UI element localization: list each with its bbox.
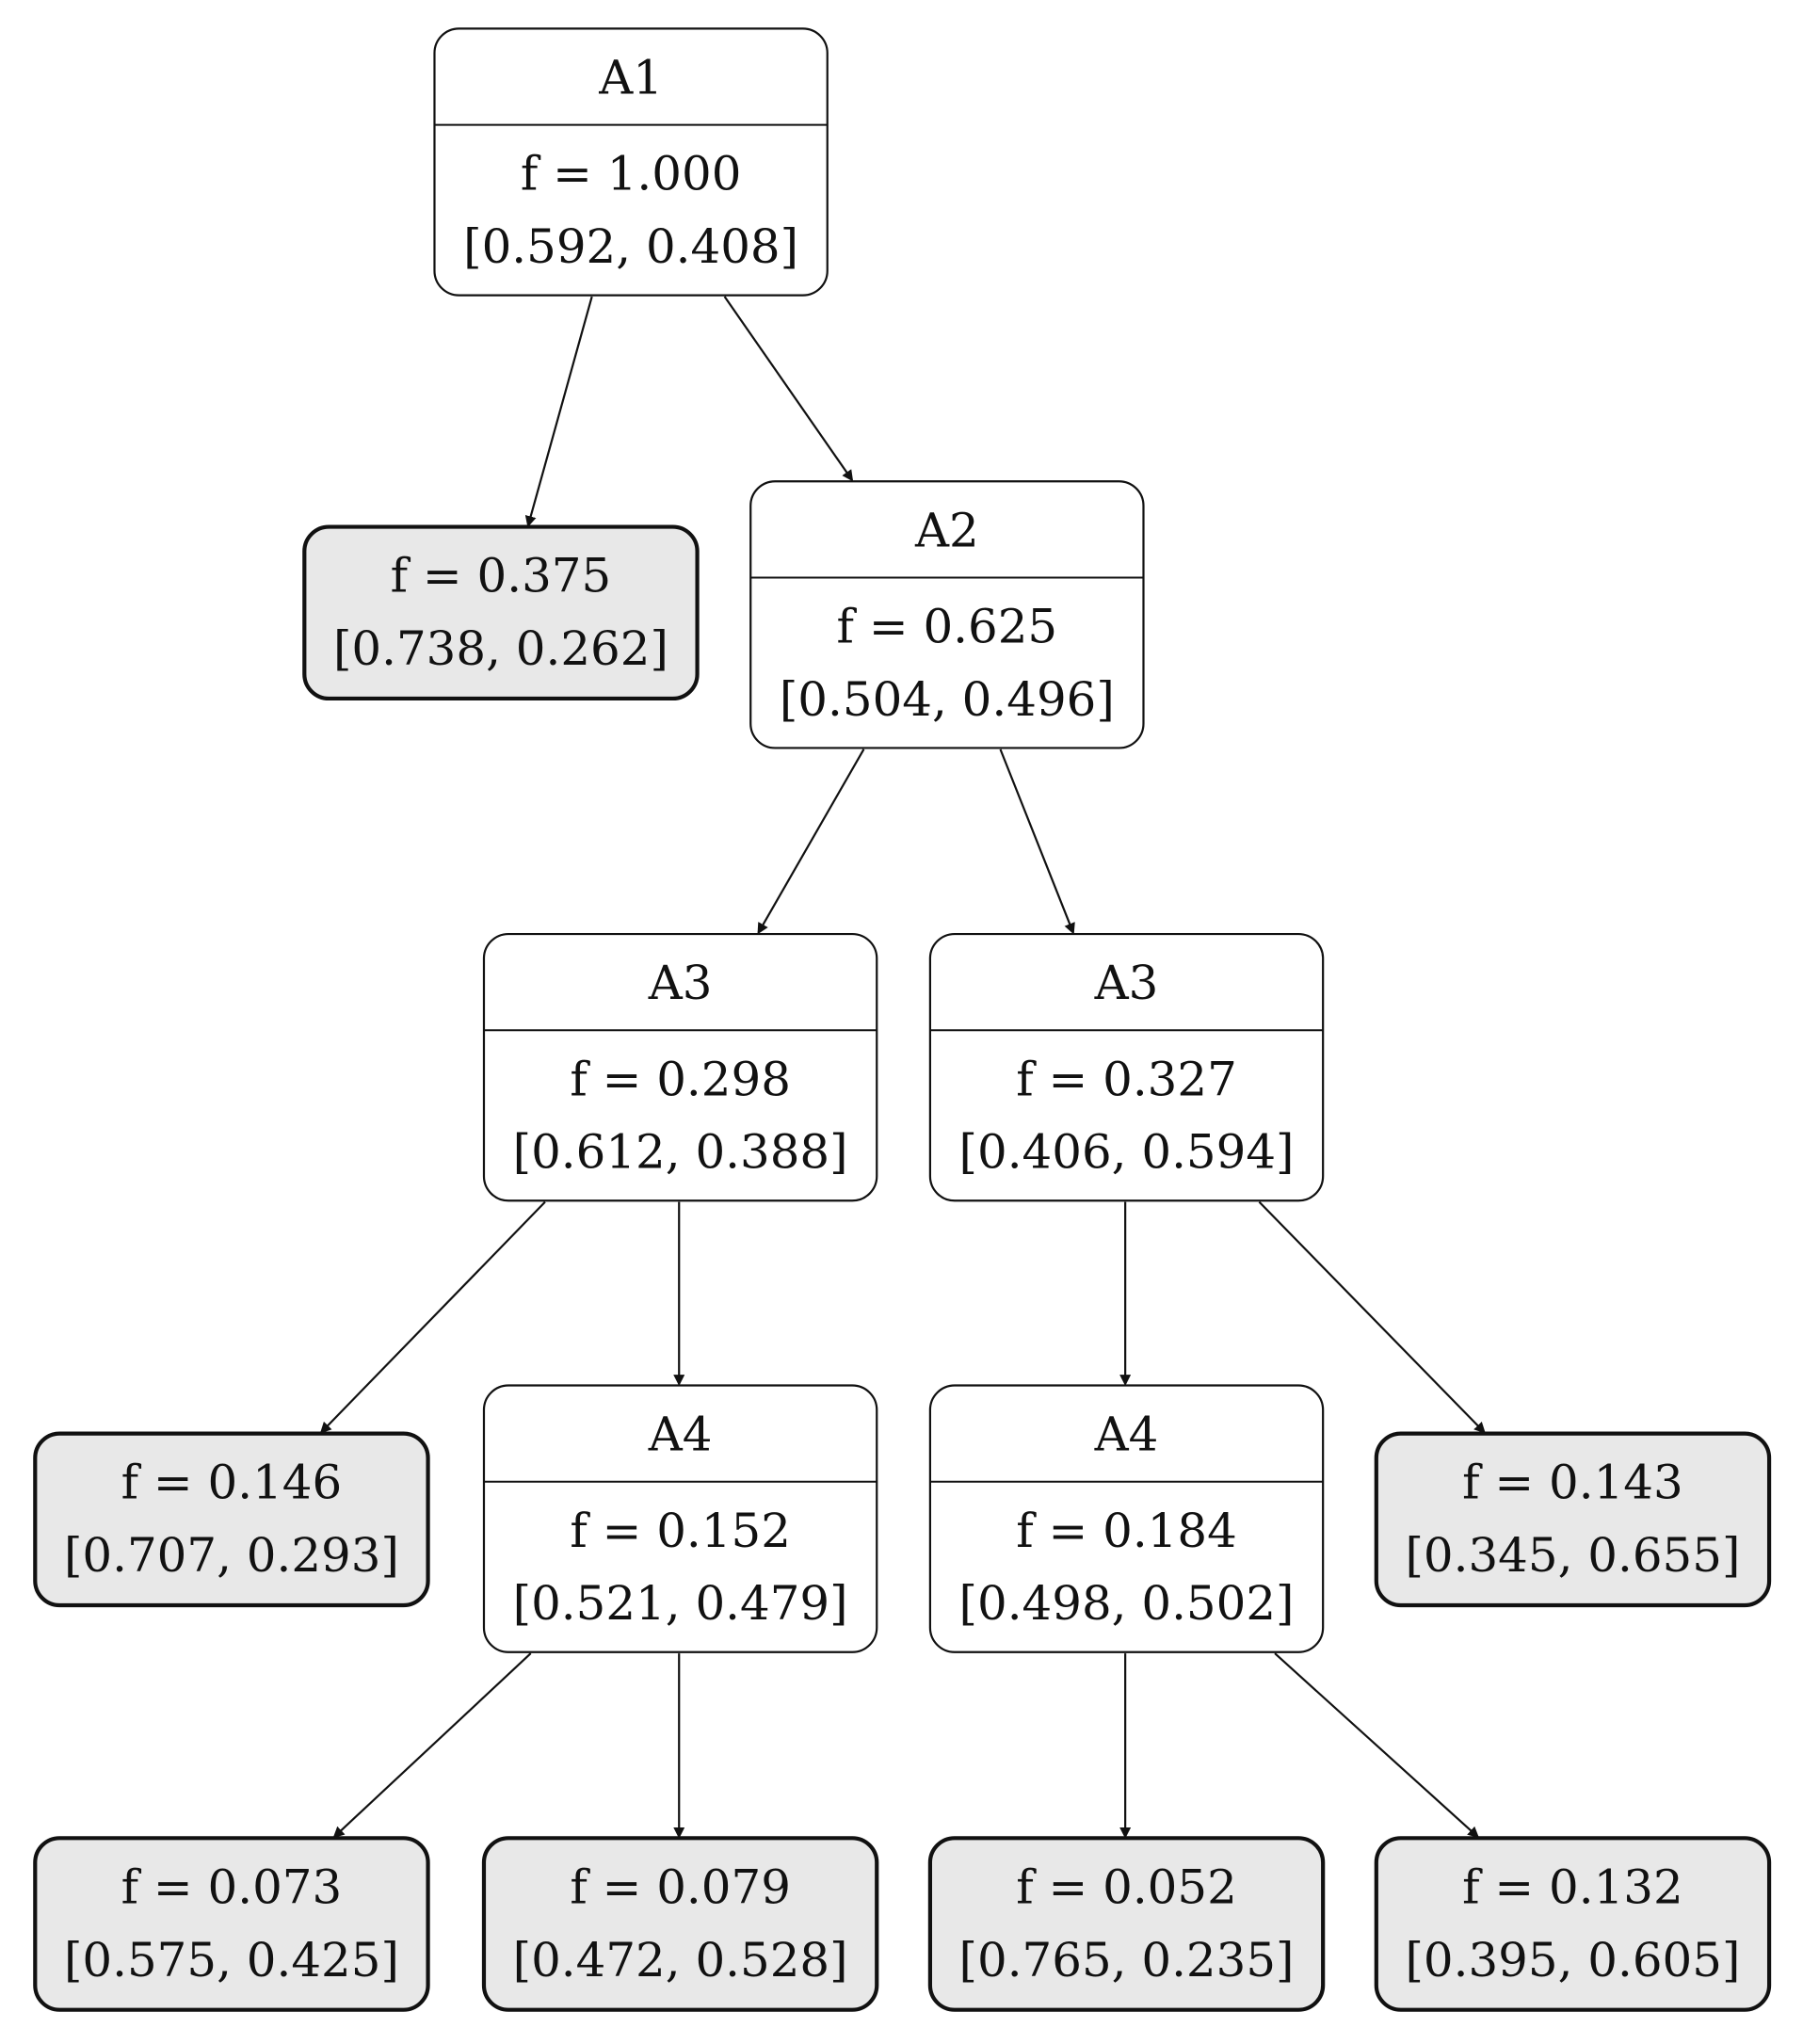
leaf-node-n_l6: f = 0.052 [0.765, 0.235]: [927, 1836, 1326, 2012]
node-frequency: f = 0.625: [837, 600, 1058, 654]
edge-n_a3l-to-n_l2: [319, 1200, 546, 1434]
node-box: [749, 480, 1145, 749]
node-box: [1374, 1836, 1772, 2012]
node-frequency: f = 0.184: [1016, 1504, 1237, 1558]
node-frequency: f = 0.143: [1462, 1456, 1683, 1510]
leaf-node-n_l7: f = 0.132 [0.395, 0.605]: [1374, 1836, 1772, 2012]
node-distribution: [0.592, 0.408]: [463, 219, 798, 274]
node-distribution: [0.707, 0.293]: [64, 1528, 399, 1583]
split-node-n_a4l: A4 f = 0.152 [0.521, 0.479]: [482, 1384, 878, 1653]
node-split-label: A3: [1094, 956, 1159, 1010]
node-split-label: A4: [1094, 1408, 1159, 1462]
node-distribution: [0.521, 0.479]: [513, 1576, 848, 1631]
split-node-n_a4r: A4 f = 0.184 [0.498, 0.502]: [928, 1384, 1325, 1653]
node-distribution: [0.395, 0.605]: [1405, 1933, 1740, 1988]
split-node-n_a1: A1 f = 1.000 [0.592, 0.408]: [433, 27, 829, 297]
node-box: [481, 1836, 879, 2012]
split-node-n_a3r: A3 f = 0.327 [0.406, 0.594]: [928, 932, 1325, 1202]
split-node-n_a3l: A3 f = 0.298 [0.612, 0.388]: [482, 932, 878, 1202]
node-box: [302, 524, 700, 701]
node-frequency: f = 0.132: [1462, 1859, 1683, 1914]
node-distribution: [0.765, 0.235]: [959, 1933, 1295, 1988]
node-frequency: f = 0.152: [570, 1504, 791, 1558]
node-distribution: [0.738, 0.262]: [333, 621, 668, 676]
node-distribution: [0.612, 0.388]: [513, 1125, 848, 1180]
node-split-label: A2: [914, 503, 979, 557]
node-distribution: [0.406, 0.594]: [959, 1125, 1295, 1180]
node-box: [927, 1836, 1326, 2012]
edge-n_a3r-to-n_l3: [1258, 1200, 1486, 1434]
node-frequency: f = 0.298: [570, 1052, 791, 1106]
node-split-label: A3: [648, 956, 713, 1010]
node-distribution: [0.345, 0.655]: [1405, 1528, 1740, 1583]
node-split-label: A4: [648, 1408, 713, 1462]
edge-n_a2-to-n_a3r: [999, 748, 1075, 935]
edge-n_a4r-to-n_l7: [1274, 1652, 1480, 1839]
node-box: [482, 1384, 878, 1653]
edge-n_a4l-to-n_l4: [332, 1652, 532, 1839]
node-frequency: f = 0.073: [121, 1859, 343, 1914]
node-distribution: [0.575, 0.425]: [64, 1933, 399, 1988]
node-box: [33, 1836, 430, 2012]
node-frequency: f = 1.000: [521, 147, 742, 201]
edge-n_a2-to-n_a3l: [757, 748, 865, 935]
node-frequency: f = 0.375: [391, 549, 612, 604]
node-box: [33, 1431, 430, 1608]
edges-layer: [319, 296, 1486, 1839]
node-frequency: f = 0.079: [570, 1859, 791, 1914]
node-box: [1374, 1431, 1772, 1608]
leaf-node-n_l1: f = 0.375 [0.738, 0.262]: [302, 524, 700, 701]
node-box: [928, 1384, 1325, 1653]
node-frequency: f = 0.146: [121, 1456, 343, 1510]
node-split-label: A1: [598, 50, 663, 105]
edge-n_a1-to-n_a2: [723, 296, 854, 482]
node-box: [482, 932, 878, 1202]
node-frequency: f = 0.052: [1016, 1859, 1237, 1914]
leaf-node-n_l3: f = 0.143 [0.345, 0.655]: [1374, 1431, 1772, 1608]
node-frequency: f = 0.327: [1016, 1052, 1237, 1106]
node-distribution: [0.498, 0.502]: [959, 1576, 1295, 1631]
node-distribution: [0.472, 0.528]: [513, 1933, 848, 1988]
split-node-n_a2: A2 f = 0.625 [0.504, 0.496]: [749, 480, 1145, 749]
nodes-layer: A1 f = 1.000 [0.592, 0.408] f = 0.375 [0.738…: [33, 27, 1772, 2012]
node-box: [433, 27, 829, 297]
edge-n_a1-to-n_l1: [524, 296, 593, 528]
leaf-node-n_l2: f = 0.146 [0.707, 0.293]: [33, 1431, 430, 1608]
leaf-node-n_l4: f = 0.073 [0.575, 0.425]: [33, 1836, 430, 2012]
node-distribution: [0.504, 0.496]: [780, 672, 1115, 727]
node-box: [928, 932, 1325, 1202]
leaf-node-n_l5: f = 0.079 [0.472, 0.528]: [481, 1836, 879, 2012]
